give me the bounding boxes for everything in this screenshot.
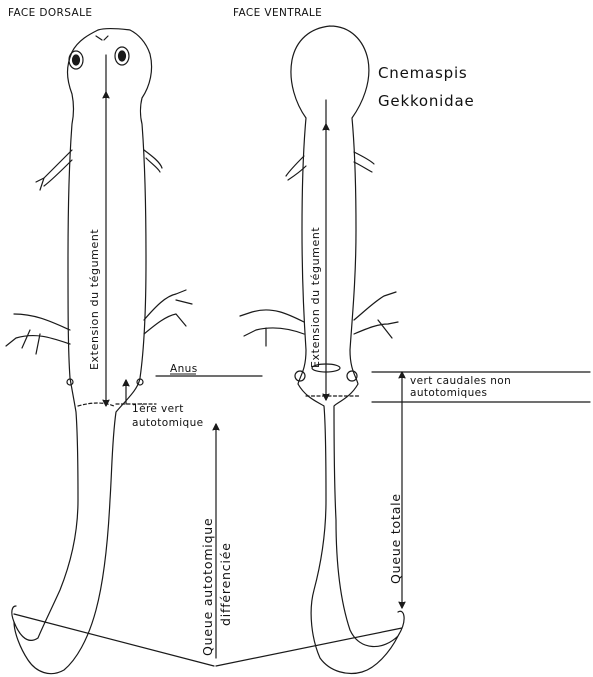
dorsal-body-outline	[14, 29, 152, 674]
ventral-right-hindleg	[354, 292, 398, 338]
label-queue-autotomique: Queue autotomique	[200, 517, 215, 656]
label-first-vert-2: autotomique	[132, 417, 204, 429]
species-family: Gekkonidae	[378, 92, 474, 110]
label-queue-totale: Queue totale	[388, 493, 403, 584]
header-dorsal: FACE DORSALE	[8, 7, 92, 19]
label-caudal-1: vert caudales non	[410, 375, 511, 387]
dorsal-left-foreleg	[36, 150, 72, 190]
label-extension-dorsal: Extension du tégument	[88, 229, 101, 370]
ventral-view	[240, 26, 404, 673]
label-caudal-2: autotomiques	[410, 387, 487, 399]
label-queue-differenciee: différenciée	[218, 542, 233, 626]
header-ventral: FACE VENTRALE	[233, 7, 322, 19]
label-extension-ventral: Extension du tégument	[309, 227, 322, 368]
dorsal-right-foreleg	[144, 150, 162, 172]
label-anus: Anus	[170, 363, 198, 375]
ventral-left-hindleg	[240, 310, 304, 346]
dorsal-right-hindleg	[144, 290, 192, 334]
dorsal-left-hindleg	[6, 314, 70, 354]
ventral-right-foreleg	[354, 152, 374, 172]
pointer-line-left	[14, 614, 214, 666]
species-genus: Cnemaspis	[378, 64, 468, 82]
dorsal-first-autotomic-line	[78, 403, 114, 406]
label-first-vert-1: 1ère vert	[132, 403, 184, 415]
